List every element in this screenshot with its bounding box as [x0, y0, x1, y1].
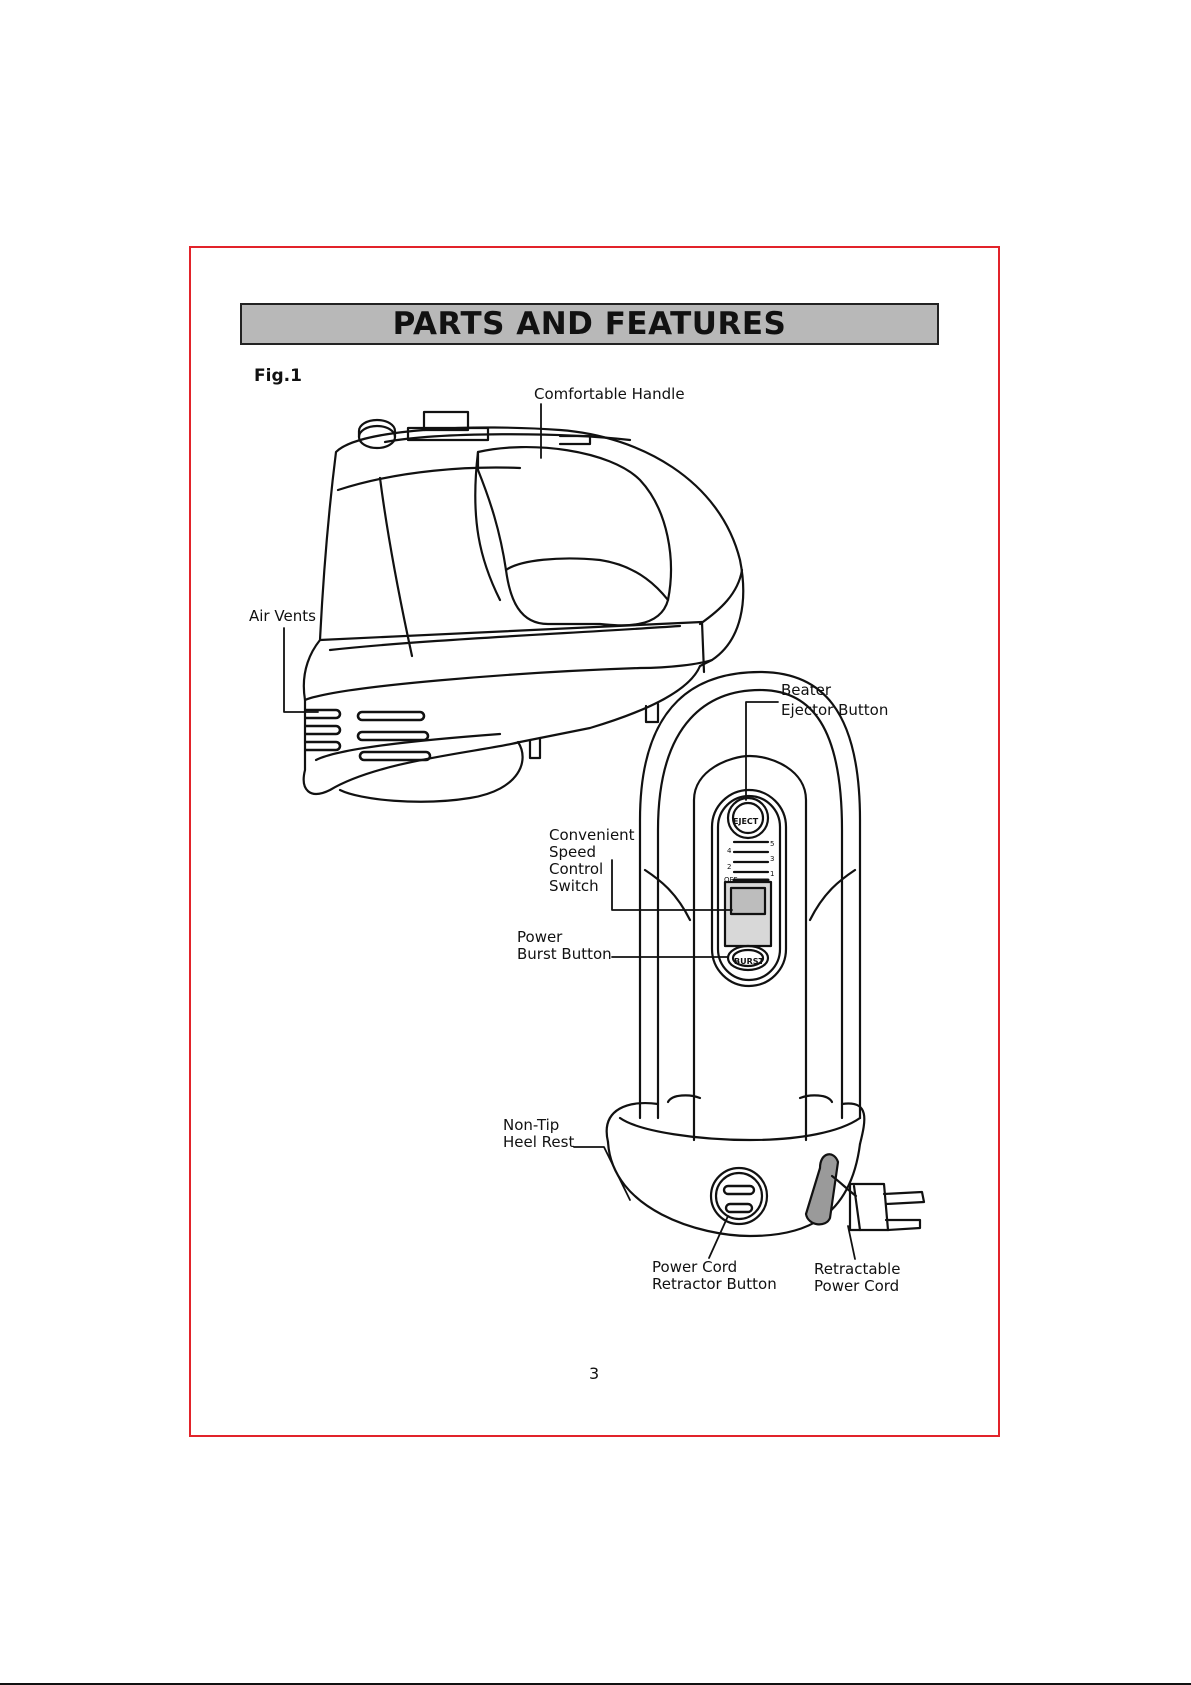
mixer-front-view: [607, 672, 924, 1236]
burst-button-text: BURST: [734, 953, 764, 970]
callout-leaders: [284, 404, 855, 1259]
mixer-side-view: [304, 412, 743, 802]
speed-2-text: 2: [727, 859, 731, 876]
speed-1-text: 1: [770, 866, 774, 883]
eject-button-text: EJECT: [733, 813, 758, 830]
speed-4-text: 4: [727, 843, 731, 860]
